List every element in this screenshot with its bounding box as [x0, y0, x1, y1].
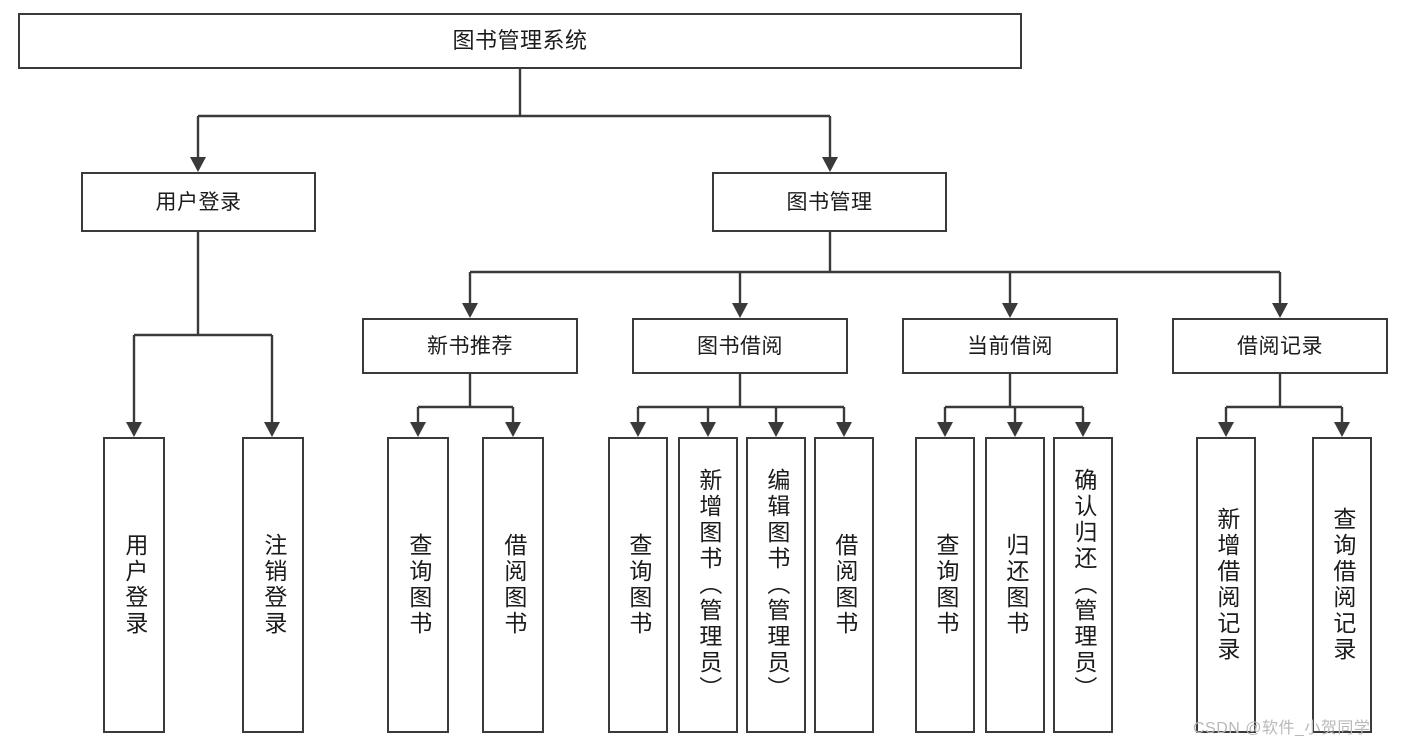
arrow-head	[836, 422, 852, 437]
node-book-borrow[interactable]: 图书借阅	[632, 318, 848, 374]
node-label: 新增借阅记录	[1213, 507, 1240, 663]
node-label: 用户登录	[155, 190, 242, 214]
node-current-borrow[interactable]: 当前借阅	[902, 318, 1118, 374]
arrow-head	[264, 422, 280, 437]
node-label: 编辑图书（管理员）	[763, 468, 790, 702]
arrow-head	[462, 303, 478, 318]
arrow-head	[1007, 422, 1023, 437]
arrow-head	[630, 422, 646, 437]
node-label: 查询图书	[625, 533, 652, 637]
node-leaf-add-book[interactable]: 新增图书（管理员）	[678, 437, 738, 733]
node-label: 归还图书	[1002, 533, 1029, 637]
node-label: 当前借阅	[967, 334, 1053, 358]
node-label: 新书推荐	[427, 334, 513, 358]
node-label: 用户登录	[121, 533, 148, 637]
node-label: 新增图书（管理员）	[695, 468, 722, 702]
node-book-manage[interactable]: 图书管理	[712, 172, 947, 232]
node-leaf-query-book-rec[interactable]: 查询图书	[387, 437, 449, 733]
node-leaf-query-book-borrow[interactable]: 查询图书	[608, 437, 668, 733]
node-leaf-return-book[interactable]: 归还图书	[985, 437, 1045, 733]
node-leaf-user-login[interactable]: 用户登录	[103, 437, 165, 733]
node-new-book-rec[interactable]: 新书推荐	[362, 318, 578, 374]
arrow-head	[732, 303, 748, 318]
arrow-head	[768, 422, 784, 437]
node-user-login[interactable]: 用户登录	[81, 172, 316, 232]
node-label: 借阅图书	[831, 533, 858, 637]
node-leaf-user-logout[interactable]: 注销登录	[242, 437, 304, 733]
arrow-head	[700, 422, 716, 437]
node-label: 借阅图书	[500, 533, 527, 637]
arrow-head	[410, 422, 426, 437]
arrow-head	[126, 422, 142, 437]
arrow-head	[1075, 422, 1091, 437]
node-leaf-query-book-cur[interactable]: 查询图书	[915, 437, 975, 733]
node-label: 图书管理系统	[452, 28, 588, 53]
node-label: 图书借阅	[697, 334, 783, 358]
arrow-head	[822, 157, 838, 172]
node-label: 借阅记录	[1237, 334, 1323, 358]
watermark: CSDN @软件_小贺同学	[1193, 720, 1371, 737]
arrow-head	[1272, 303, 1288, 318]
node-leaf-confirm-return[interactable]: 确认归还（管理员）	[1053, 437, 1113, 733]
node-label: 查询图书	[405, 533, 432, 637]
node-borrow-record[interactable]: 借阅记录	[1172, 318, 1388, 374]
arrow-head	[505, 422, 521, 437]
node-label: 查询借阅记录	[1329, 507, 1356, 663]
node-leaf-edit-book[interactable]: 编辑图书（管理员）	[746, 437, 806, 733]
arrow-head	[1002, 303, 1018, 318]
arrow-head	[1218, 422, 1234, 437]
node-leaf-add-record[interactable]: 新增借阅记录	[1196, 437, 1256, 733]
node-label: 确认归还（管理员）	[1070, 468, 1097, 702]
arrow-head	[937, 422, 953, 437]
node-leaf-borrow-book-rec[interactable]: 借阅图书	[482, 437, 544, 733]
node-label: 注销登录	[260, 533, 287, 637]
arrow-head	[190, 157, 206, 172]
node-label: 查询图书	[932, 533, 959, 637]
arrow-head	[1334, 422, 1350, 437]
node-leaf-borrow-book[interactable]: 借阅图书	[814, 437, 874, 733]
node-root[interactable]: 图书管理系统	[18, 13, 1022, 69]
node-leaf-query-record[interactable]: 查询借阅记录	[1312, 437, 1372, 733]
node-label: 图书管理	[786, 190, 873, 214]
